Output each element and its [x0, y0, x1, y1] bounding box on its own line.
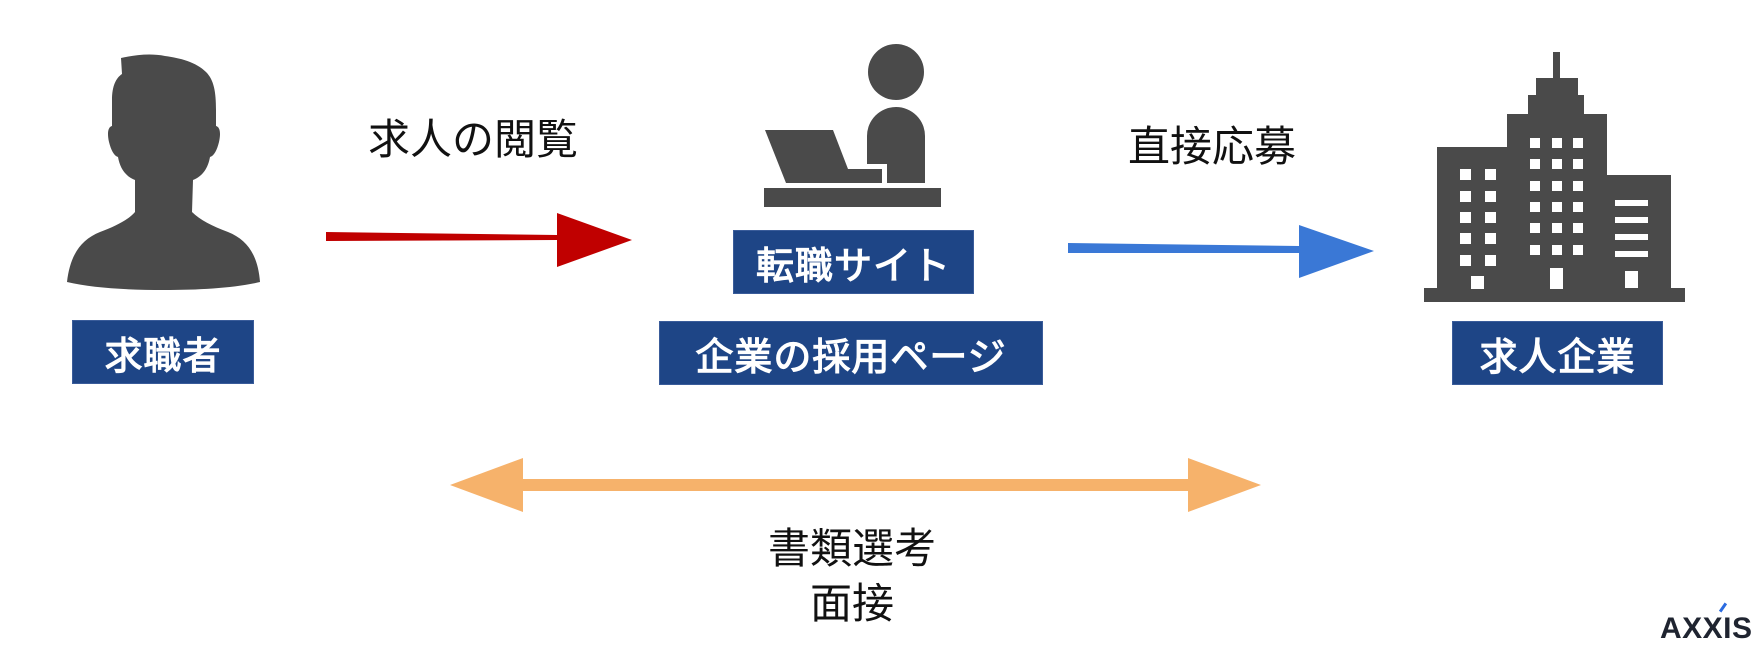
selection-double-arrow — [450, 458, 1261, 512]
window-stripe — [1615, 251, 1648, 257]
window — [1485, 212, 1496, 223]
window — [1460, 255, 1471, 266]
apply-arrow — [1068, 225, 1374, 278]
job-seeker-label: 求職者 — [72, 320, 254, 384]
window — [1573, 223, 1583, 233]
company-page-label: 企業の採用ページ — [659, 321, 1043, 385]
window-stripe — [1615, 200, 1648, 206]
door — [1550, 268, 1563, 289]
window — [1460, 212, 1471, 223]
selection-label-line-2: 面接 — [809, 579, 894, 628]
window — [1573, 181, 1583, 191]
window — [1530, 202, 1540, 212]
apply-label: 直接応募 — [1127, 122, 1296, 171]
browse-arrow — [326, 213, 632, 267]
window — [1460, 233, 1471, 244]
window — [1530, 245, 1540, 255]
selection-label-line-1: 書類選考 — [767, 524, 936, 573]
window — [1552, 223, 1562, 233]
window-stripe — [1615, 234, 1648, 240]
job-site-label: 転職サイト — [733, 230, 974, 294]
person-silhouette-icon — [67, 54, 260, 291]
window — [1485, 191, 1496, 202]
window — [1530, 181, 1540, 191]
person-at-laptop-icon — [764, 44, 941, 207]
door — [1471, 276, 1484, 289]
window — [1552, 181, 1562, 191]
office-building-icon — [1424, 52, 1685, 302]
window — [1485, 255, 1496, 266]
window — [1573, 202, 1583, 212]
window — [1485, 169, 1496, 180]
window-stripe — [1615, 217, 1648, 223]
axxis-logo: AXXIS — [1660, 602, 1753, 646]
window — [1552, 202, 1562, 212]
window — [1552, 245, 1562, 255]
window — [1530, 138, 1540, 148]
window — [1573, 138, 1583, 148]
window — [1460, 191, 1471, 202]
window — [1530, 159, 1540, 169]
window — [1530, 223, 1540, 233]
window — [1552, 159, 1562, 169]
window — [1573, 159, 1583, 169]
door — [1625, 271, 1638, 288]
window — [1460, 169, 1471, 180]
company-label: 求人企業 — [1452, 321, 1663, 385]
window — [1552, 138, 1562, 148]
window — [1485, 233, 1496, 244]
window — [1573, 245, 1583, 255]
browse-label: 求人の閲覧 — [367, 115, 578, 164]
logo-text: AXXIS — [1660, 612, 1753, 645]
